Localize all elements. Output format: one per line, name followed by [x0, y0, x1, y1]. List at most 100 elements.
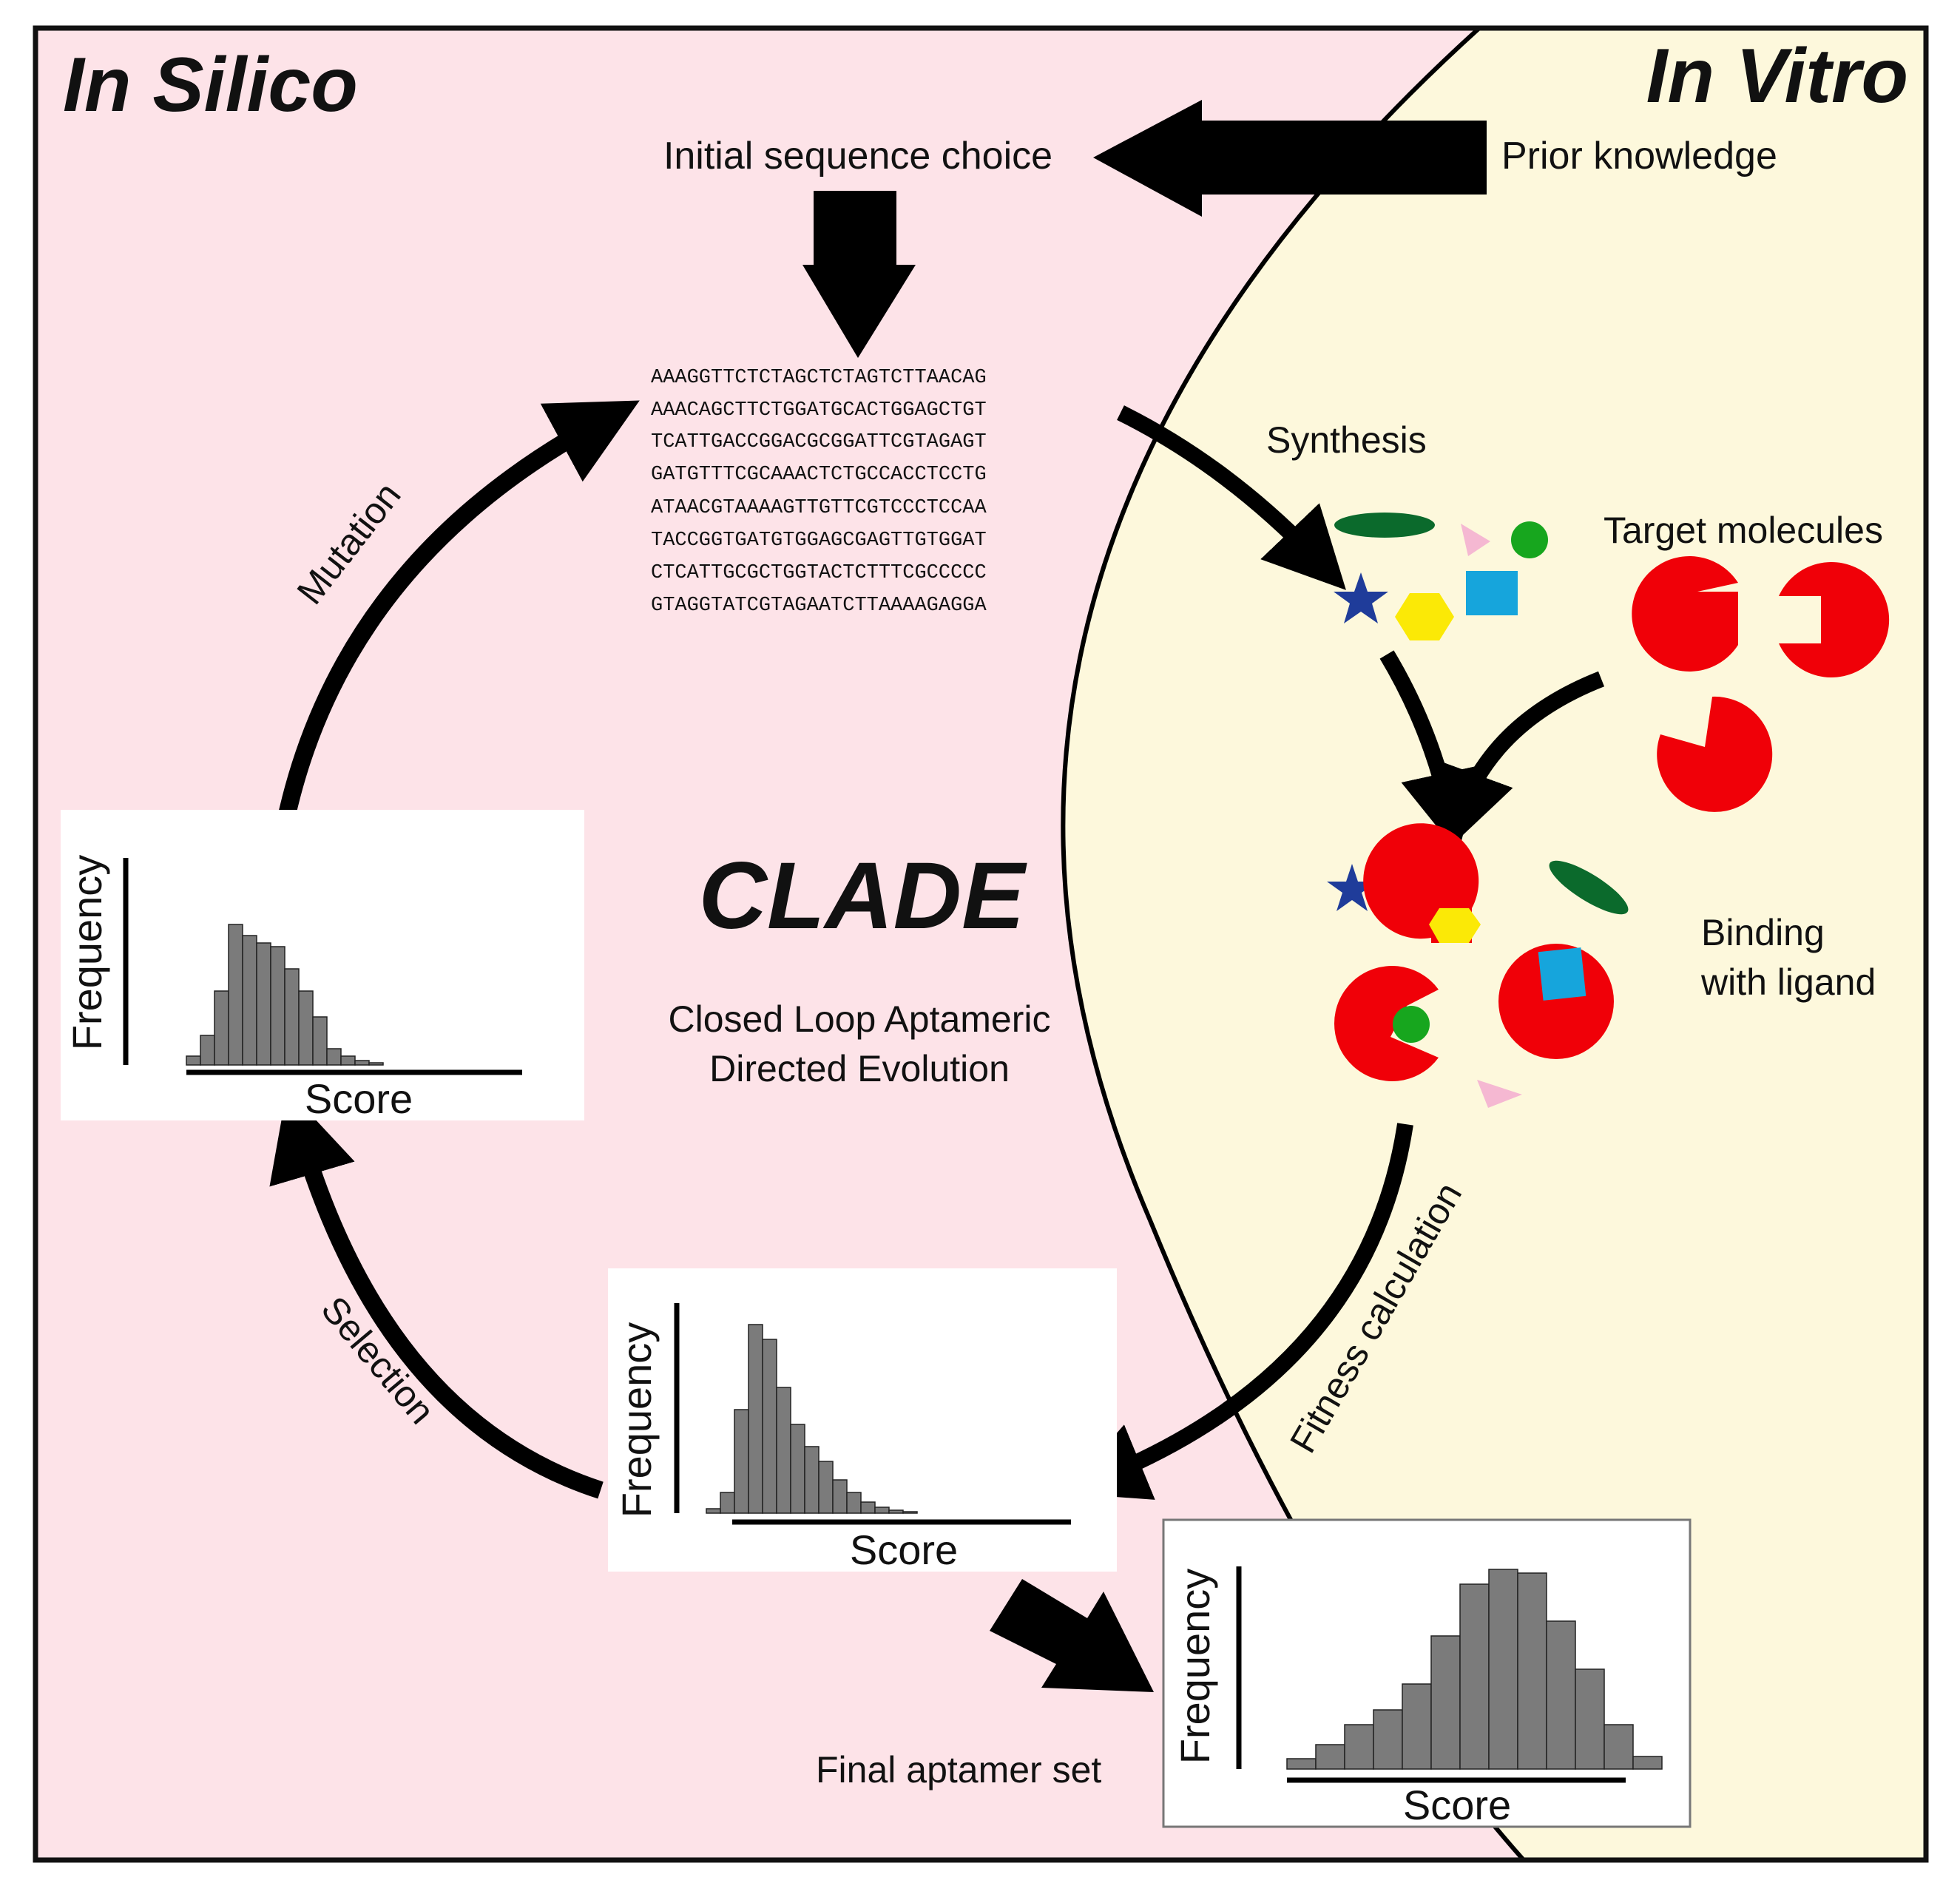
histogram-bar: [748, 1324, 763, 1514]
histogram-bar: [860, 1501, 876, 1514]
synthesis-arrow: [1117, 405, 1346, 590]
in-silico-title: In Silico: [63, 42, 358, 128]
histogram-bar: [902, 1511, 918, 1514]
bound-circle-ligand: [1393, 1006, 1430, 1043]
histogram-bar: [1632, 1756, 1663, 1770]
histogram-bar: [354, 1060, 370, 1066]
histogram-bars: [1286, 1569, 1663, 1770]
histogram-top-left: Score Frequency: [61, 810, 584, 1122]
triangle-ligand: [1461, 524, 1490, 556]
clade-subtitle-line1: Closed Loop Aptameric: [669, 998, 1051, 1040]
sequence-line: TACCGGTGATGTGGAGCGAGTTGTGGAT: [651, 530, 987, 552]
selection-arrow: [269, 1089, 604, 1499]
histogram-bar: [1546, 1620, 1576, 1770]
initial-sequence-down-arrow: [802, 191, 916, 358]
bound-complexes: [1327, 823, 1629, 1108]
histogram-bar: [214, 990, 229, 1066]
histogram-bar: [270, 946, 285, 1066]
histogram-bar: [312, 1016, 328, 1066]
sequence-block: AAAGGTTCTCTAGCTCTAGTCTTAACAG AAACAGCTTCT…: [651, 367, 987, 617]
binding-label-line1: Binding: [1701, 912, 1825, 953]
histogram-bar: [284, 968, 300, 1066]
circle-ligand: [1511, 521, 1548, 558]
histogram-bar: [804, 1446, 820, 1514]
ellipse-ligand: [1334, 513, 1435, 538]
histogram-bar: [706, 1508, 721, 1514]
free-star-ligand: [1327, 864, 1377, 911]
bound-target-molecule: [1498, 944, 1614, 1059]
y-axis-label: Frequency: [613, 1322, 660, 1518]
histogram-bars: [186, 924, 384, 1066]
histogram-bar: [1373, 1709, 1403, 1770]
sequence-line: GATGTTTCGCAAACTCTGCCACCTCCTG: [651, 464, 987, 486]
clade-subtitle-line2: Directed Evolution: [709, 1048, 1010, 1089]
target-molecule: [1779, 561, 1890, 677]
histogram-bar: [720, 1492, 735, 1514]
histogram-bar: [1575, 1668, 1605, 1770]
histogram-bar: [1604, 1724, 1634, 1770]
histogram-bar: [1459, 1583, 1490, 1770]
y-axis-label: Frequency: [64, 855, 110, 1051]
sequence-line: AAAGGTTCTCTAGCTCTAGTCTTAACAG: [651, 367, 987, 389]
histogram-final: Score Frequency: [1162, 1518, 1692, 1828]
histogram-bar: [818, 1461, 834, 1514]
histogram-bar: [1286, 1758, 1317, 1770]
histogram-bar: [888, 1509, 904, 1514]
target-molecule: [1632, 556, 1738, 672]
histogram-bar: [298, 990, 314, 1066]
sequence-line: GTAGGTATCGTAGAATCTTAAAAGAGGA: [651, 595, 987, 617]
prior-knowledge-label: Prior knowledge: [1501, 135, 1777, 177]
star-ligand: [1334, 572, 1388, 623]
histogram-bar: [228, 924, 243, 1066]
x-axis-label: Score: [1403, 1782, 1511, 1828]
target-molecules-label: Target molecules: [1604, 510, 1883, 551]
bound-hexagon-ligand: [1429, 908, 1481, 943]
histogram-bar: [1488, 1569, 1518, 1770]
in-vitro-title: In Vitro: [1646, 33, 1908, 119]
histogram-panel: [61, 810, 584, 1120]
target-molecule: [1657, 696, 1773, 812]
histogram-bar: [1315, 1744, 1345, 1770]
sequence-line: CTCATTGCGCTGGTACTCTTTCGCCCCC: [651, 562, 987, 584]
histogram-bar: [734, 1409, 749, 1514]
bound-square-ligand: [1538, 947, 1586, 1001]
histogram-bar: [1517, 1572, 1547, 1770]
final-aptamer-set-label: Final aptamer set: [816, 1749, 1101, 1791]
histogram-bar: [368, 1062, 384, 1066]
histogram-bar: [1402, 1683, 1432, 1770]
histogram-bar: [762, 1339, 777, 1514]
free-ellipse-ligand: [1549, 860, 1629, 915]
synthesized-ligands: [1334, 513, 1548, 640]
histogram-bar: [326, 1048, 342, 1066]
sequence-line: TCATTGACCGGACGCGGATTCGTAGAGT: [651, 431, 987, 453]
sequence-line: ATAACGTAAAAGTTGTTCGTCCCTCCAA: [651, 497, 987, 519]
prior-knowledge-arrow: [1093, 100, 1487, 217]
frame-border: [33, 25, 1929, 1863]
histogram-bar: [832, 1479, 848, 1514]
histogram-bar: [186, 1055, 201, 1066]
histogram-bar: [256, 942, 271, 1066]
histogram-bar: [846, 1492, 862, 1514]
histogram-bar: [790, 1424, 805, 1514]
x-axis-label: Score: [305, 1075, 413, 1122]
square-ligand: [1466, 571, 1518, 615]
synthesis-label: Synthesis: [1266, 419, 1427, 461]
histogram-bottom-middle: Score Frequency: [608, 1268, 1117, 1573]
histogram-bars: [706, 1324, 918, 1514]
clade-title: CLADE: [699, 843, 1028, 949]
initial-sequence-choice-label: Initial sequence choice: [663, 135, 1052, 177]
histogram-bar: [776, 1387, 791, 1514]
final-aptamer-arrow: [990, 1579, 1154, 1692]
x-axis-label: Score: [850, 1526, 958, 1573]
binding-label-line2: with ligand: [1700, 961, 1876, 1003]
histogram-bar: [1344, 1724, 1374, 1770]
free-triangle-ligand: [1477, 1080, 1522, 1108]
fitness-calculation-arrow: [1064, 1123, 1413, 1500]
to-binding-arrow-right: [1436, 671, 1605, 851]
hexagon-ligand: [1395, 593, 1454, 640]
histogram-bar: [874, 1507, 890, 1514]
histogram-bar: [242, 935, 257, 1066]
target-molecules: [1632, 556, 1890, 812]
